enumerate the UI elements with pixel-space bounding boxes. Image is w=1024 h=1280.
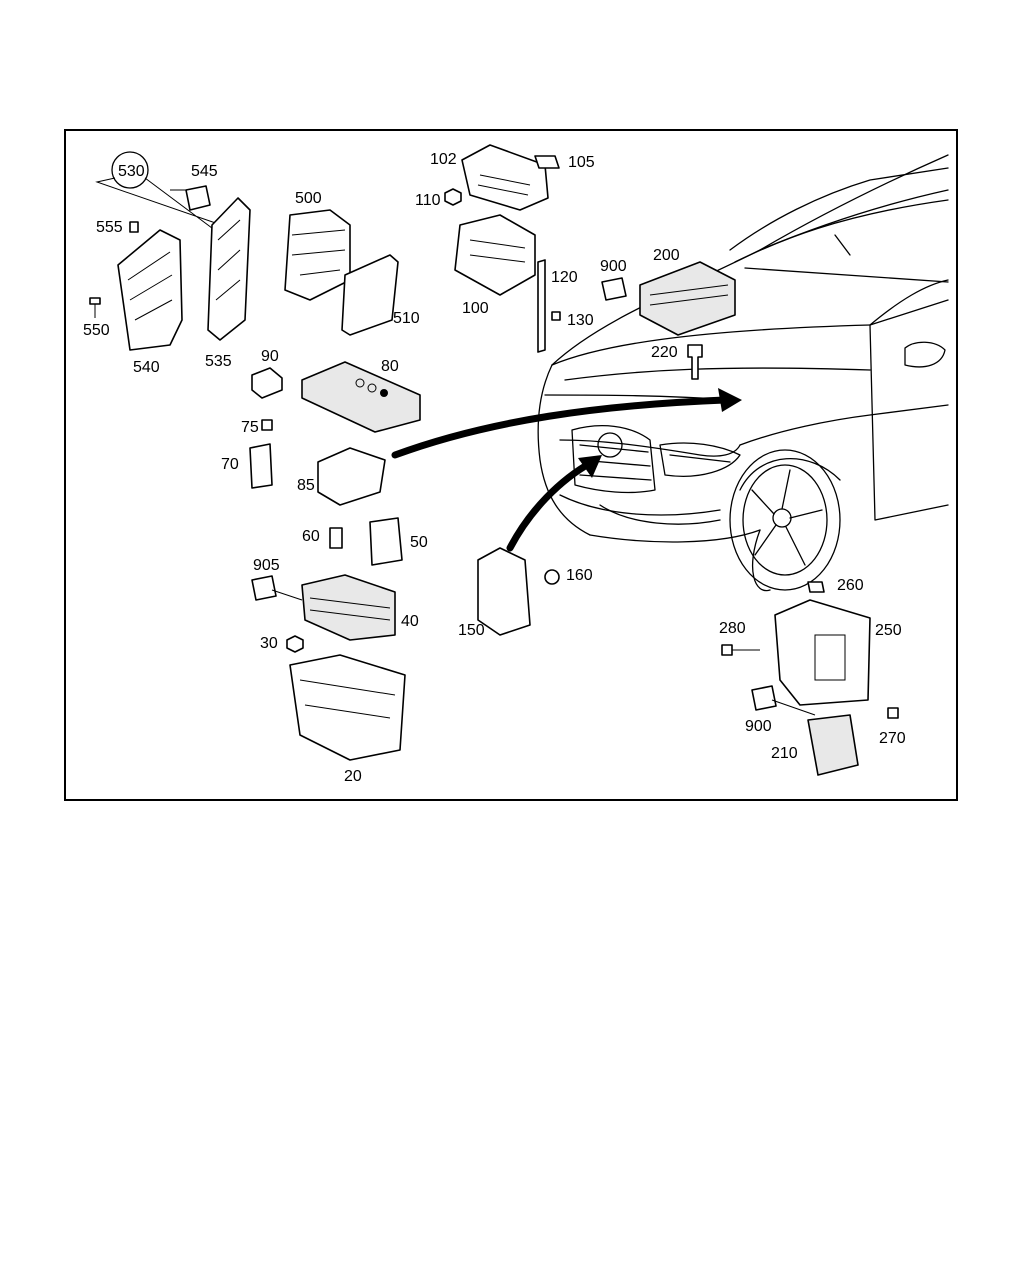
label-220: 220 bbox=[651, 344, 678, 361]
label-105: 105 bbox=[568, 154, 595, 171]
cover-510 bbox=[341, 254, 399, 336]
car-illustration bbox=[537, 154, 949, 592]
clip-105 bbox=[534, 155, 560, 169]
relay-50 bbox=[369, 517, 403, 566]
label-120: 120 bbox=[551, 269, 578, 286]
label-85: 85 bbox=[297, 477, 315, 494]
strip-120 bbox=[537, 259, 546, 353]
label-530: 530 bbox=[118, 163, 145, 180]
housing-100 bbox=[454, 214, 536, 296]
label-75: 75 bbox=[241, 419, 259, 436]
label-510: 510 bbox=[393, 310, 420, 327]
label-150: 150 bbox=[458, 622, 485, 639]
arrow-to-hood bbox=[391, 396, 729, 459]
part-labels: 530 545 555 550 540 535 500 510 102 105 … bbox=[83, 151, 906, 785]
label-900-top bbox=[601, 277, 627, 301]
label-20: 20 bbox=[344, 768, 362, 785]
label-70: 70 bbox=[221, 456, 239, 473]
label-900-bottom bbox=[751, 685, 777, 711]
label-160: 160 bbox=[566, 567, 593, 584]
label-535: 535 bbox=[205, 353, 232, 370]
label-50: 50 bbox=[410, 534, 428, 551]
fuse-60 bbox=[329, 527, 343, 549]
ecu-200 bbox=[639, 261, 736, 336]
label-100: 100 bbox=[462, 300, 489, 317]
label-200: 200 bbox=[653, 247, 680, 264]
bolt-280 bbox=[721, 644, 733, 656]
label-260: 260 bbox=[837, 577, 864, 594]
label-60: 60 bbox=[302, 528, 320, 545]
label-905: 905 bbox=[253, 557, 280, 574]
clip-90 bbox=[251, 367, 283, 399]
label-40: 40 bbox=[401, 613, 419, 630]
label-102: 102 bbox=[430, 151, 457, 168]
arrow-to-grille bbox=[506, 458, 596, 552]
label-900-top: 900 bbox=[600, 258, 627, 275]
label-280: 280 bbox=[719, 620, 746, 637]
label-550: 550 bbox=[83, 322, 110, 339]
diagram-frame bbox=[64, 129, 958, 801]
relay-70 bbox=[249, 443, 273, 489]
label-540: 540 bbox=[133, 359, 160, 376]
label-110: 110 bbox=[415, 192, 441, 209]
label-545: 545 bbox=[191, 163, 218, 180]
bracket-250 bbox=[774, 599, 871, 706]
label-900-bottom: 900 bbox=[745, 718, 772, 735]
sensor-220 bbox=[687, 344, 703, 380]
cover-102 bbox=[461, 144, 549, 211]
bolt-270 bbox=[887, 707, 899, 719]
clip-260 bbox=[807, 581, 825, 593]
label-555: 555 bbox=[96, 219, 123, 236]
screw-75 bbox=[261, 419, 273, 431]
label-30: 30 bbox=[260, 635, 278, 652]
sensor-150 bbox=[477, 547, 531, 636]
fuse-box-40 bbox=[301, 574, 396, 641]
label-210: 210 bbox=[771, 745, 798, 762]
callout-circle-530 bbox=[111, 151, 149, 189]
bolt-130 bbox=[551, 311, 561, 321]
label-80: 80 bbox=[381, 358, 399, 375]
label-905 bbox=[251, 575, 277, 601]
module-80 bbox=[301, 361, 421, 433]
bracket-group-530 bbox=[89, 151, 251, 351]
nut-160 bbox=[544, 569, 560, 585]
label-90: 90 bbox=[261, 348, 279, 365]
label-130: 130 bbox=[567, 312, 594, 329]
label-500: 500 bbox=[295, 190, 322, 207]
module-210 bbox=[807, 714, 859, 776]
tray-20 bbox=[289, 654, 406, 761]
bracket-85 bbox=[317, 447, 386, 506]
arrowhead-grille bbox=[578, 455, 602, 478]
label-270: 270 bbox=[879, 730, 906, 747]
label-250: 250 bbox=[875, 622, 902, 639]
nut-110 bbox=[444, 188, 462, 206]
nut-30 bbox=[286, 635, 304, 653]
arrowhead-hood bbox=[718, 388, 742, 412]
